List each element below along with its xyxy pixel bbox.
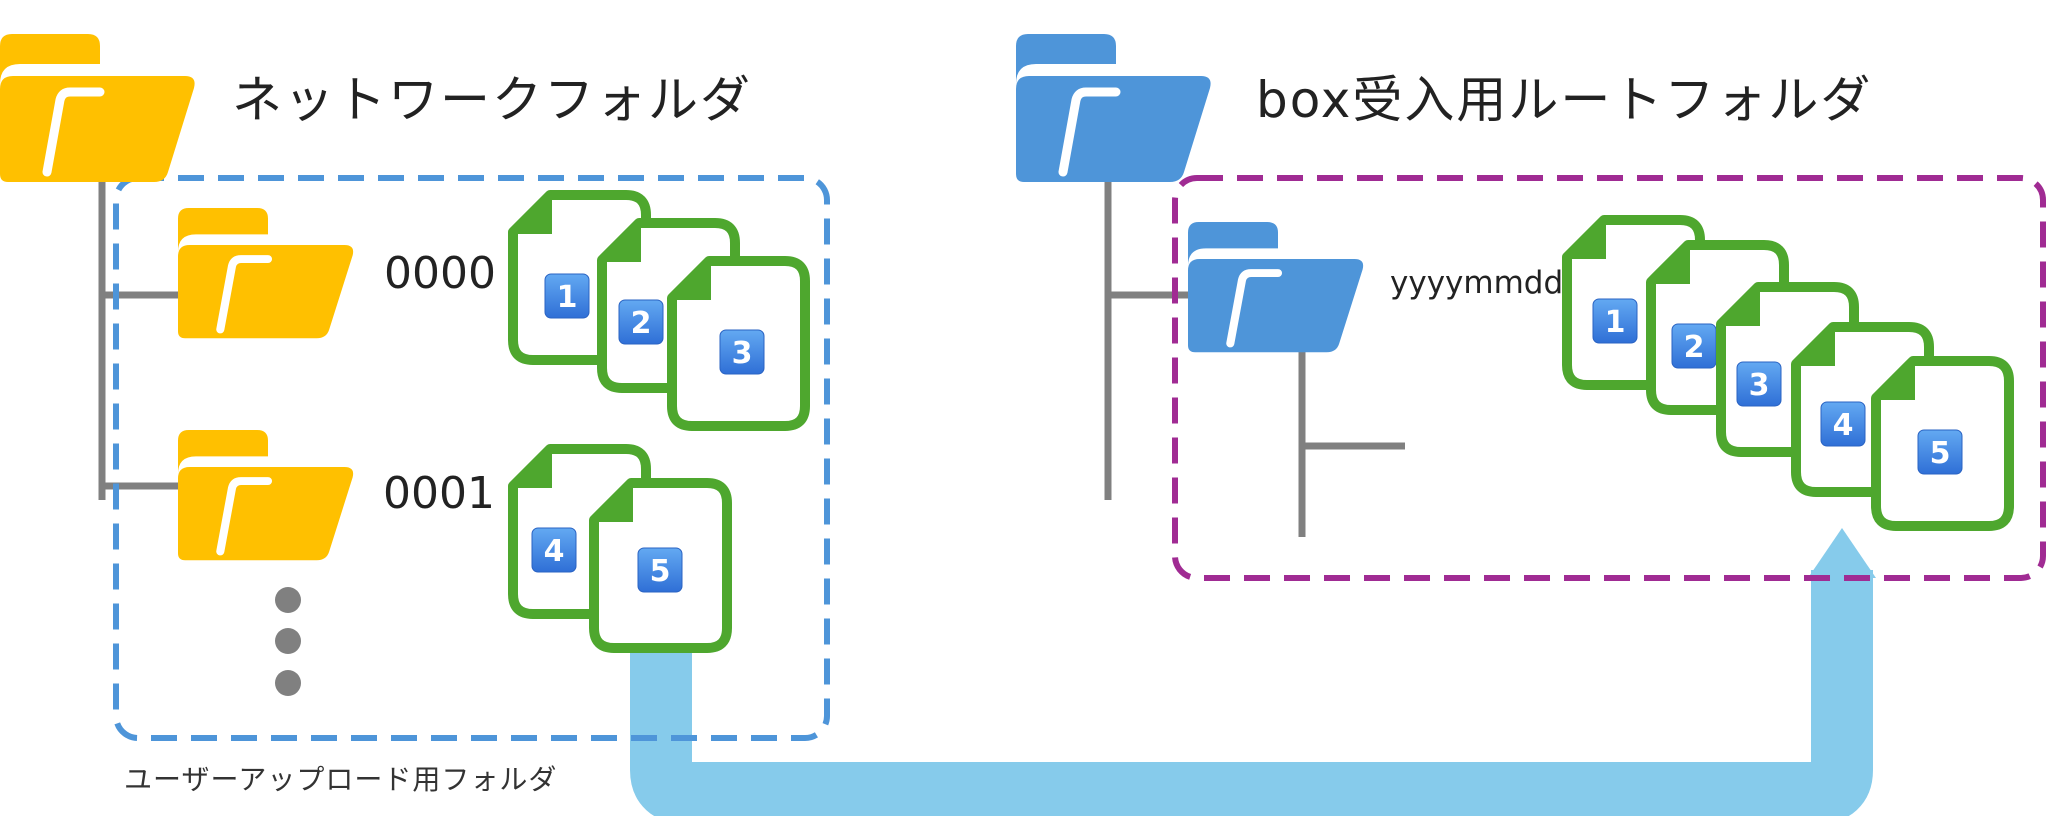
subfolder-0001-label: 0001 bbox=[383, 468, 495, 519]
subfolder-0000-icon bbox=[178, 208, 353, 338]
box-file-1-number: 1 bbox=[1605, 305, 1626, 340]
file-1 bbox=[511, 193, 646, 360]
right-tree-lines bbox=[1104, 158, 1405, 537]
date-folder-label: yyyymmdd bbox=[1390, 265, 1564, 301]
box-file-5-number: 5 bbox=[1930, 436, 1951, 471]
box-date-folder-box bbox=[1172, 175, 2046, 581]
user-upload-folder-box bbox=[113, 175, 830, 741]
file-3-number: 3 bbox=[732, 336, 753, 371]
more-folders-ellipsis bbox=[275, 587, 301, 696]
file-5 bbox=[592, 481, 727, 648]
box-file-3-number: 3 bbox=[1749, 368, 1770, 403]
transfer-arrow bbox=[630, 570, 1873, 816]
subfolder-0001-icon bbox=[178, 430, 353, 560]
file-3 bbox=[670, 259, 805, 426]
file-2-number: 2 bbox=[631, 306, 652, 341]
file-4-number: 4 bbox=[544, 534, 565, 569]
box-file-1 bbox=[1565, 218, 1700, 385]
date-folder-icon bbox=[1188, 222, 1363, 352]
file-2 bbox=[600, 221, 735, 388]
user-upload-folder-caption: ユーザーアップロード用フォルダ bbox=[124, 763, 558, 796]
file-1-number: 1 bbox=[557, 280, 578, 315]
box-file-5 bbox=[1874, 359, 2009, 526]
file-5-number: 5 bbox=[650, 554, 671, 589]
subfolder-0000-label: 0000 bbox=[384, 248, 496, 299]
box-file-4-number: 4 bbox=[1833, 408, 1854, 443]
file-4 bbox=[511, 447, 646, 614]
box-file-4 bbox=[1794, 325, 1929, 492]
box-root-folder-icon bbox=[1016, 34, 1211, 182]
network-folder-icon bbox=[0, 34, 195, 182]
box-root-folder-label: box受入用ルートフォルダ bbox=[1256, 71, 1873, 129]
box-file-3 bbox=[1719, 285, 1854, 452]
box-file-2-number: 2 bbox=[1684, 330, 1705, 365]
network-folder-label: ネットワークフォルダ bbox=[232, 71, 752, 129]
